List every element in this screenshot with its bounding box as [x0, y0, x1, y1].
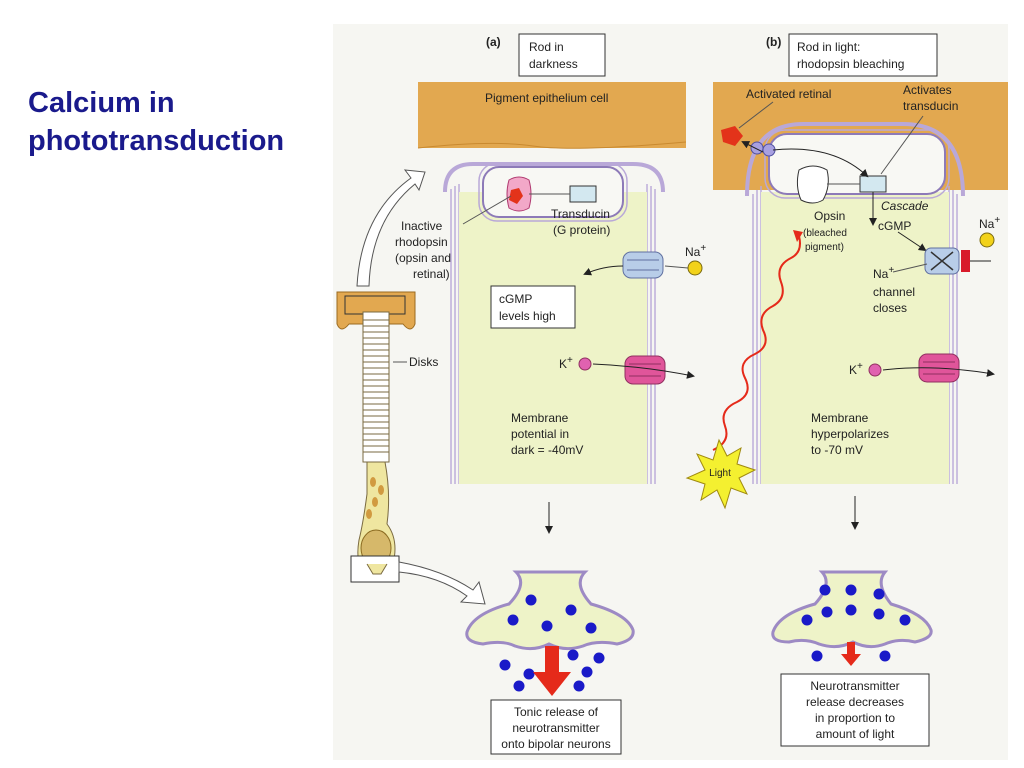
panel-b: (b) Rod in light: rhodopsin bleaching Ac… [685, 33, 1008, 747]
membrane-potential-a-line-2: potential in [511, 427, 569, 441]
opsin-label-line-1: Opsin [814, 209, 845, 223]
release-b-line-3: in proportion to [815, 711, 895, 725]
cgmp-label-a-line-1: cGMP [499, 292, 532, 306]
whole-rod-cell: Disks [336, 169, 486, 605]
release-b-line-2: release decreases [806, 695, 904, 709]
channel-closes-line-1: Na+ [873, 265, 894, 281]
k-channel-a [624, 355, 666, 385]
k-label-a: K+ [559, 355, 573, 371]
rod-cytoplasm-a [459, 192, 647, 484]
disk-b [768, 133, 946, 195]
cascade-label: Cascade [881, 199, 929, 213]
panel-b-title-box [788, 33, 938, 77]
light-star-icon [685, 438, 757, 510]
membrane-potential-a-line-1: Membrane [511, 411, 569, 425]
transducin-icon [569, 185, 597, 203]
release-a-line-1: Tonic release of [514, 705, 599, 719]
slide-title-line-2: phototransduction [28, 125, 285, 157]
transducin-label-line-2: (G protein) [553, 223, 610, 237]
k-label-b: K+ [849, 361, 863, 377]
pigment-epithelium-a [418, 82, 686, 148]
closed-na-channel-b [924, 247, 970, 275]
pigment-epithelium-label-a: Pigment epithelium cell [485, 91, 608, 105]
channel-closes-line-2: channel [873, 285, 915, 299]
membrane-hyperpolarizes-line-2: hyperpolarizes [811, 427, 889, 441]
release-arrow-b [841, 642, 861, 666]
panel-a: (a) Rod in darkness Pigment epithelium c… [395, 33, 706, 755]
inactive-rhodopsin-line-2: rhodopsin [395, 235, 448, 249]
release-arrow-a [533, 646, 571, 696]
opsin-label-line-2: (bleached [803, 228, 847, 239]
activated-retinal-icon [721, 126, 743, 146]
membrane-hyperpolarizes-line-3: to -70 mV [811, 443, 863, 457]
light-label: Light [709, 468, 731, 479]
release-b-line-1: Neurotransmitter [810, 679, 899, 693]
transducin-icon-b [859, 175, 887, 193]
zoom-arrow-bottom [398, 561, 486, 605]
activated-retinal-label: Activated retinal [746, 87, 831, 101]
vesicles-b [801, 584, 911, 662]
rod-cytoplasm-b [761, 192, 949, 484]
inactive-rhodopsin-line-4: retinal) [413, 267, 450, 281]
disks-label: Disks [409, 355, 438, 369]
retinal-icon [509, 188, 523, 204]
k-ion-b [868, 363, 882, 377]
channel-block-icon [961, 250, 970, 272]
release-b-line-4: amount of light [816, 727, 895, 741]
opsin-label-line-3: pigment) [805, 242, 844, 253]
na-label-a: Na+ [685, 243, 706, 259]
panel-b-title-line-2: rhodopsin bleaching [797, 57, 904, 71]
vesicles-a [499, 594, 605, 692]
activates-transducin-line-1: Activates [903, 83, 952, 97]
release-box-a [490, 699, 622, 755]
panel-a-tag: (a) [486, 35, 501, 49]
light-wave [712, 235, 801, 451]
cgmp-label-a-line-2: levels high [499, 309, 556, 323]
panel-a-title-line-1: Rod in [529, 40, 564, 54]
opsin-icon [796, 165, 829, 204]
na-label-b: Na+ [979, 215, 1000, 231]
panel-a-title-box [518, 33, 606, 77]
panel-b-title-line-1: Rod in light: [797, 40, 860, 54]
release-a-line-2: neurotransmitter [512, 721, 599, 735]
slide-title-line-1: Calcium in [28, 87, 175, 119]
transducin-label-line-1: Transducin [551, 207, 610, 221]
cgmp-box-a [490, 285, 576, 329]
membrane-hyperpolarizes-line-1: Membrane [811, 411, 869, 425]
inactive-rhodopsin-line-1: Inactive [401, 219, 443, 233]
cgmp-label-b: cGMP [878, 219, 911, 233]
na-channel-a [622, 251, 664, 279]
k-ion-a [578, 357, 592, 371]
membrane-potential-a-line-3: dark = -40mV [511, 443, 583, 457]
phototransduction-diagram: (a) Rod in darkness Pigment epithelium c… [333, 24, 1008, 760]
inactive-rhodopsin-line-3: (opsin and [395, 251, 451, 265]
panel-a-title-line-2: darkness [529, 57, 578, 71]
na-ion-b [979, 232, 995, 248]
panel-b-tag: (b) [766, 35, 781, 49]
slide-title: Calcium in phototransduction [28, 84, 338, 160]
channel-closes-line-3: closes [873, 301, 907, 315]
release-a-line-3: onto bipolar neurons [501, 737, 610, 751]
zoom-arrow-top [356, 169, 426, 287]
activates-transducin-line-2: transducin [903, 99, 958, 113]
na-ion-a [687, 260, 703, 276]
release-box-b [780, 673, 930, 747]
